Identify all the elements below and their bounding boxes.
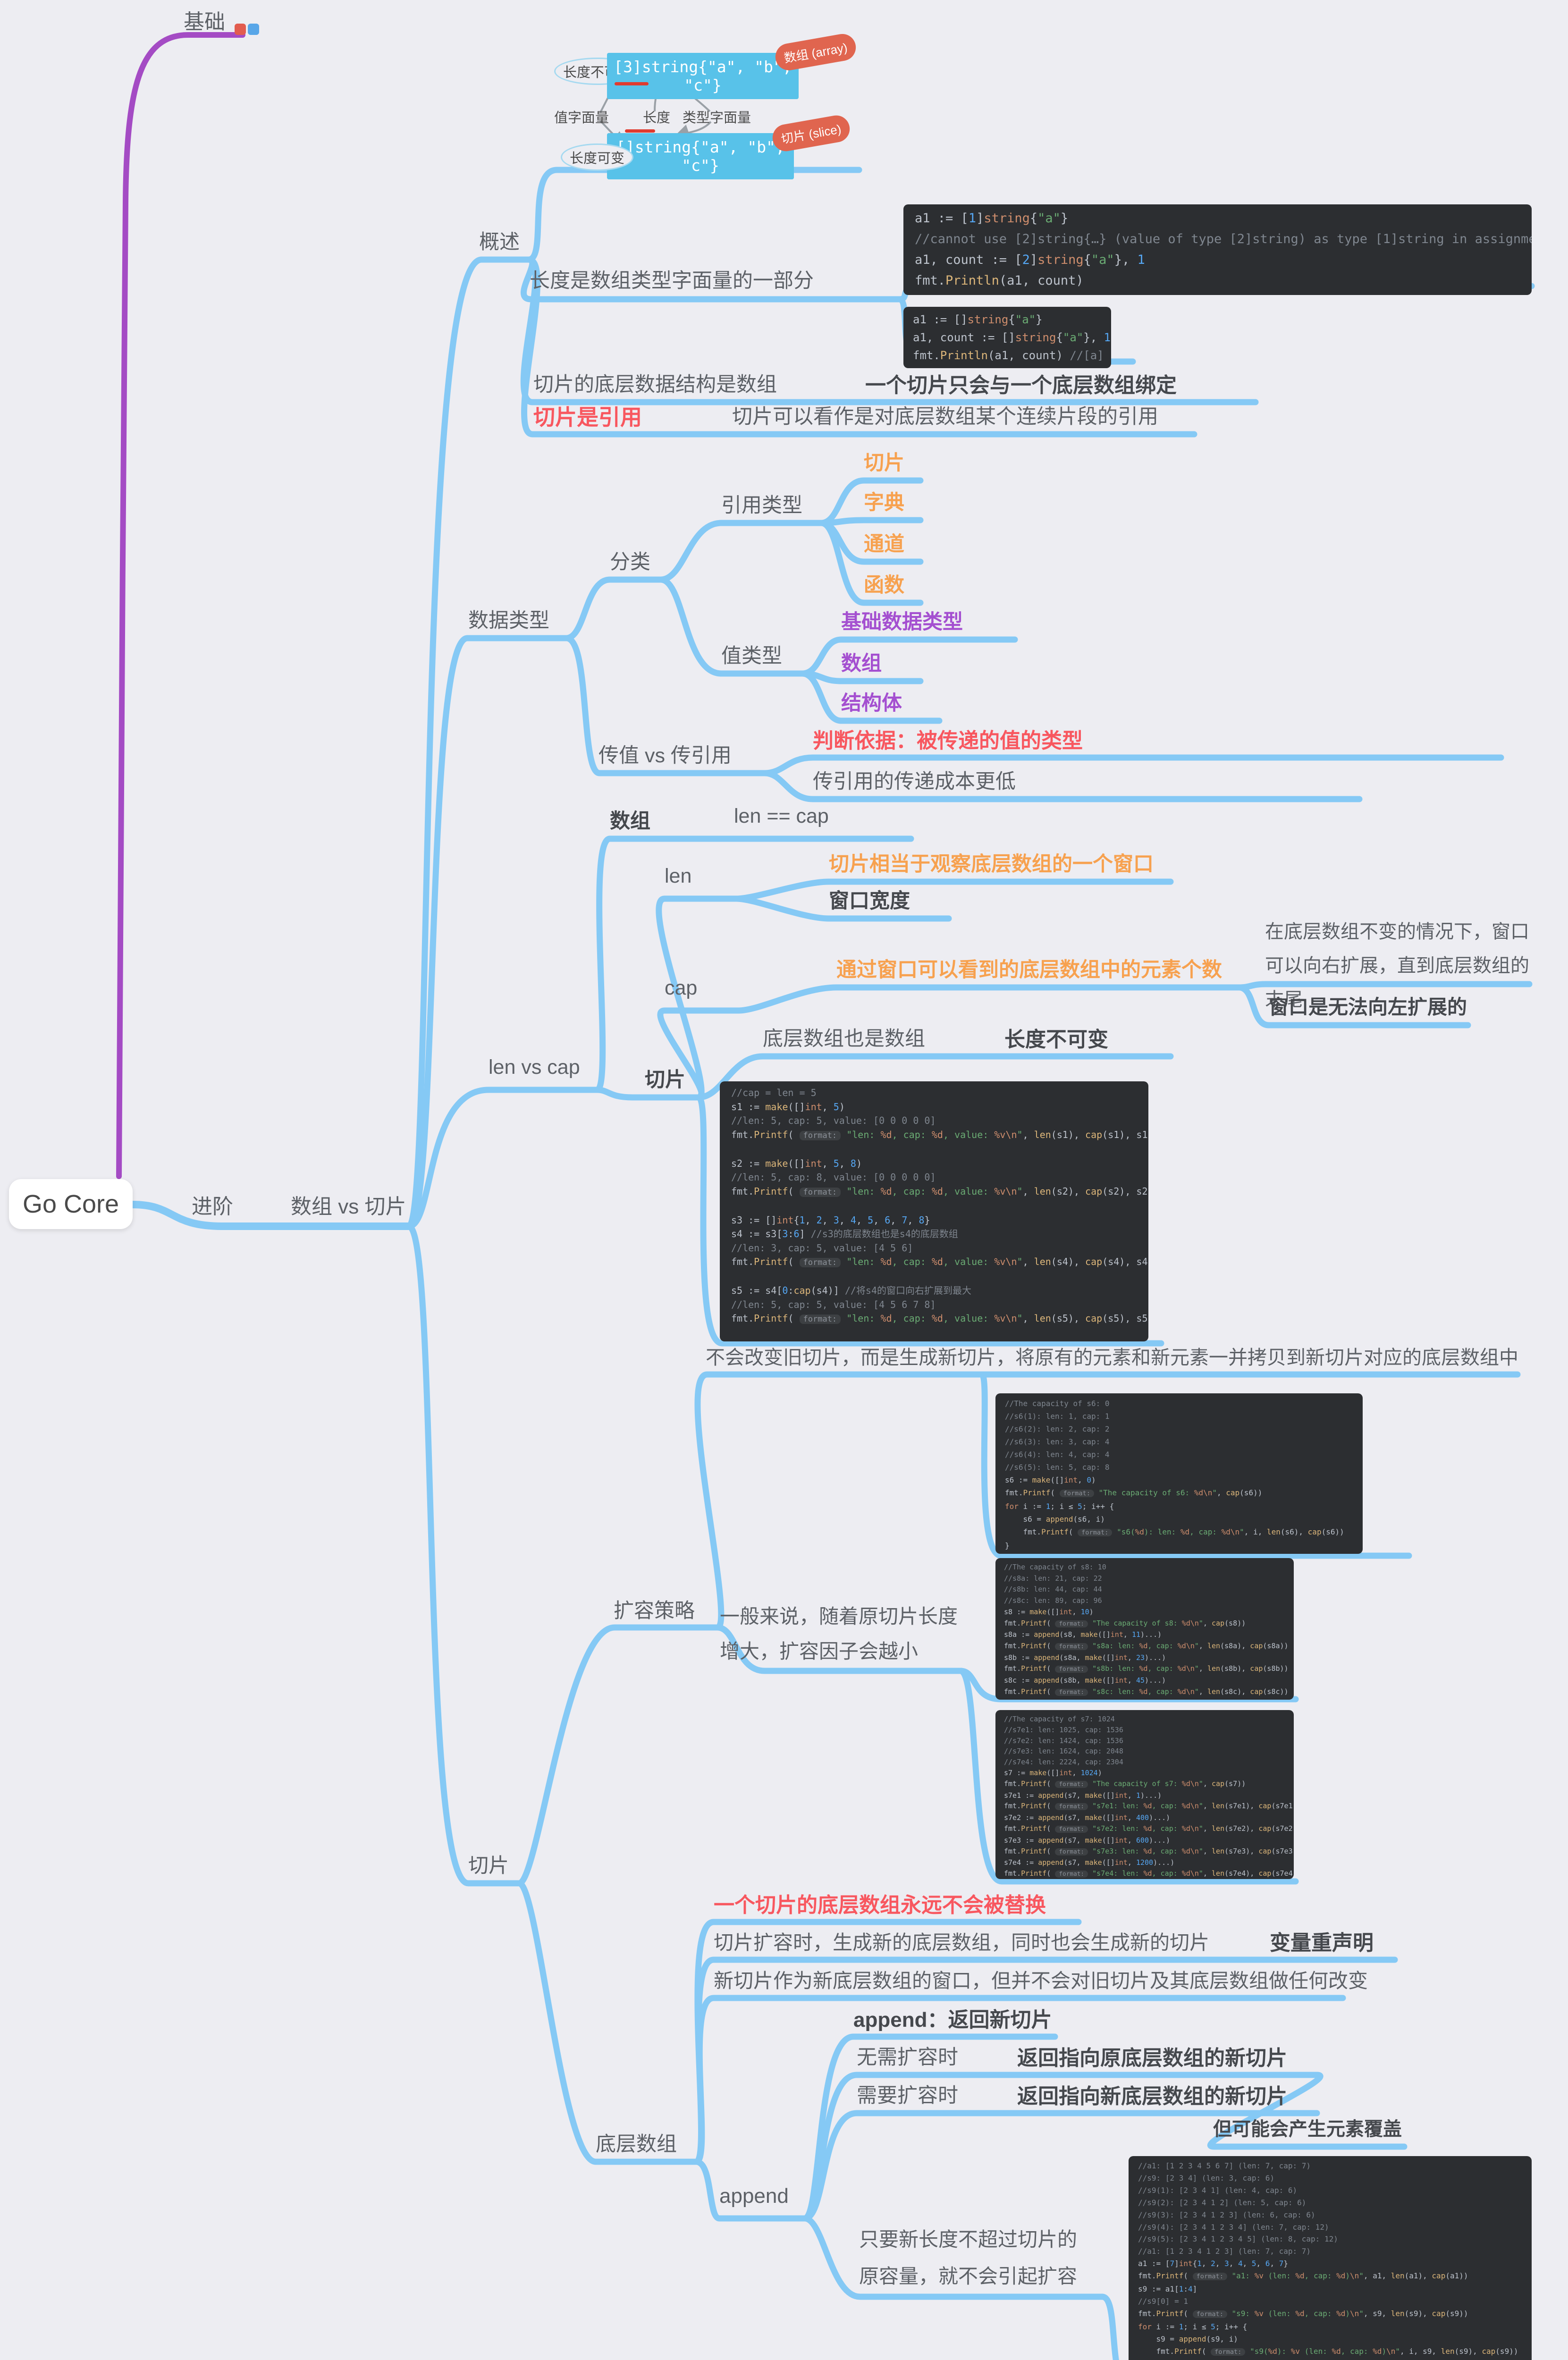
node-growth-copy-desc[interactable]: 不会改变旧切片，而是生成新切片，将原有的元素和新元素一并拷贝到新切片对应的底层数…: [706, 1347, 1518, 1368]
node-slice-is-reference[interactable]: 切片是引用: [533, 405, 642, 430]
node-array-vs-slice[interactable]: 数组 vs 切片: [291, 1195, 406, 1218]
node-no-grow-condition[interactable]: 只要新长度不超过切片的原容量，就不会引起扩容: [859, 2228, 1078, 2287]
node-overview[interactable]: 概述: [479, 231, 520, 253]
node-no-grow-result[interactable]: 返回指向原底层数组的新切片: [1017, 2047, 1287, 2070]
node-cap-visible[interactable]: 通过窗口可以看到的底层数组中的元素个数: [836, 959, 1222, 981]
node-new-slice-created[interactable]: 切片扩容时，生成新的底层数组，同时也会生成新的切片: [714, 1931, 1210, 1954]
node-growth-strategy[interactable]: 扩容策略: [614, 1600, 695, 1622]
sketch-slice-literal: []string{"a", "b", "c"}: [607, 133, 794, 179]
branch-basics-line: [116, 32, 245, 1179]
sketch-length-label: 长度: [643, 110, 671, 126]
sketch-length-mark: [615, 82, 649, 85]
node-ref-channel[interactable]: 通道: [864, 533, 904, 556]
node-advanced[interactable]: 进阶: [192, 1195, 233, 1218]
node-ref-slice[interactable]: 切片: [864, 452, 904, 474]
node-length-immutable[interactable]: 长度不可变: [1004, 1028, 1108, 1051]
node-len-window[interactable]: 切片相当于观察底层数组的一个窗口: [829, 853, 1154, 876]
node-classification[interactable]: 分类: [610, 551, 650, 573]
node-data-types[interactable]: 数据类型: [468, 609, 549, 632]
node-no-change-old[interactable]: 新切片作为新底层数组的窗口，但并不会对旧切片及其底层数组做任何改变: [714, 1970, 1368, 1992]
node-one-binding[interactable]: 一个切片只会与一个底层数组绑定: [865, 374, 1177, 397]
node-slice-branch[interactable]: 切片: [468, 1854, 509, 1877]
node-reference-desc[interactable]: 切片可以看作是对底层数组某个连续片段的引用: [732, 405, 1158, 428]
node-ref-function[interactable]: 函数: [864, 574, 904, 597]
node-underlying-array[interactable]: 底层数组: [596, 2133, 677, 2156]
node-pass-cost[interactable]: 传引用的传递成本更低: [813, 770, 1016, 793]
node-pass-value-vs-ref[interactable]: 传值 vs 传引用: [599, 744, 732, 767]
node-redeclare[interactable]: 变量重声明: [1270, 1931, 1374, 1955]
node-growth-factor-desc[interactable]: 一般来说，随着原切片长度增大，扩容因子会越小: [720, 1605, 958, 1662]
code-slice-literal[interactable]: a1 := []string{"a"}a1, count := []string…: [903, 307, 1111, 368]
code-grow-s8[interactable]: //The capacity of s8: 10//s8a: len: 21, …: [995, 1558, 1294, 1700]
code-array-literal[interactable]: a1 := [1]string{"a"}//cannot use [2]stri…: [903, 204, 1532, 295]
node-length-literal[interactable]: 长度是数组类型字面量的一部分: [530, 270, 814, 292]
node-append-returns[interactable]: append：返回新切片: [853, 2008, 1052, 2031]
node-pass-judge[interactable]: 判断依据：被传递的值的类型: [813, 729, 1083, 752]
node-len[interactable]: len: [665, 865, 692, 887]
sketch-type-literal-label: 类型字面量: [683, 110, 751, 126]
sketch-value-literal-label: 值字面量: [554, 110, 609, 126]
basics-marker-icon: [235, 24, 261, 35]
node-underlying-structure[interactable]: 切片的底层数据结构是数组: [533, 373, 777, 396]
node-window-width[interactable]: 窗口宽度: [829, 890, 910, 912]
node-len-eq-cap[interactable]: len == cap: [734, 805, 829, 827]
sketch-slice-mark: [625, 129, 655, 133]
node-append[interactable]: append: [719, 2184, 789, 2208]
node-grow[interactable]: 需要扩容时: [857, 2084, 958, 2107]
node-never-replaced[interactable]: 一个切片的底层数组永远不会被替换: [714, 1894, 1046, 1917]
branch-lines: [405, 167, 1535, 2360]
code-append-s9[interactable]: //a1: [1 2 3 4 5 6 7] (len: 7, cap: 7)//…: [1129, 2156, 1532, 2360]
node-overwrite[interactable]: 但可能会产生元素覆盖: [1213, 2119, 1402, 2140]
node-value-types[interactable]: 值类型: [721, 645, 782, 667]
node-cap[interactable]: cap: [665, 977, 698, 999]
sketch-topic[interactable]: 长度不可变 [3]string{"a", "b", "c"} 数组 (array…: [554, 32, 866, 179]
node-expand-right[interactable]: 在底层数组不变的情况下，窗口可以向右扩展，直到底层数组的末尾: [1265, 921, 1529, 1010]
code-grow-s6[interactable]: //The capacity of s6: 0//s6(1): len: 1, …: [995, 1393, 1363, 1554]
code-grow-s7[interactable]: //The capacity of s7: 1024//s7e1: len: 1…: [995, 1710, 1294, 1879]
node-val-array[interactable]: 数组: [841, 652, 882, 675]
node-no-left-expand[interactable]: 窗口是无法向左扩展的: [1269, 996, 1467, 1018]
sketch-len-variable-bubble: 长度可变: [561, 143, 634, 171]
node-lvc-slice[interactable]: 切片: [645, 1069, 685, 1091]
sketch-array-literal: [3]string{"a", "b", "c"}: [607, 53, 799, 99]
node-underlying-is-array[interactable]: 底层数组也是数组: [763, 1028, 925, 1050]
node-lvc-array[interactable]: 数组: [610, 810, 650, 833]
node-reference-types[interactable]: 引用类型: [721, 494, 802, 517]
node-val-basic[interactable]: 基础数据类型: [841, 611, 963, 633]
node-len-vs-cap[interactable]: len vs cap: [489, 1056, 580, 1079]
node-basics[interactable]: 基础: [184, 10, 225, 34]
node-no-grow[interactable]: 无需扩容时: [857, 2046, 958, 2069]
node-val-struct[interactable]: 结构体: [841, 692, 902, 715]
branch-trunk-line: [129, 1201, 413, 1230]
root-topic[interactable]: Go Core: [9, 1179, 133, 1229]
node-ref-map[interactable]: 字典: [864, 491, 904, 514]
node-grow-result[interactable]: 返回指向新底层数组的新切片: [1017, 2085, 1287, 2108]
